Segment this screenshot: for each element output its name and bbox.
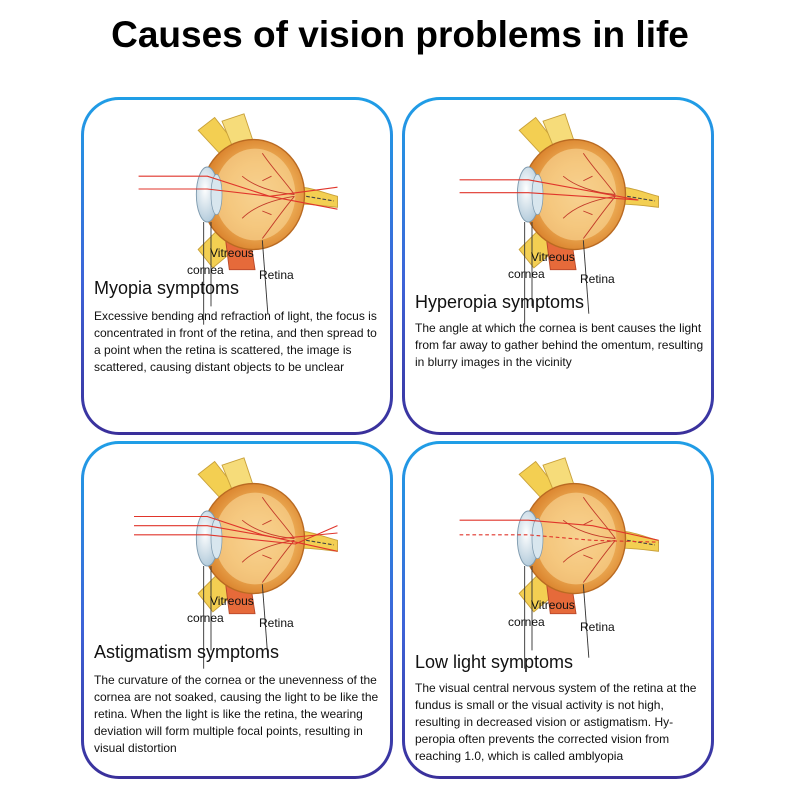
retina-label: Retina [580, 272, 615, 286]
retina-label: Retina [259, 268, 294, 282]
retina-label: Retina [259, 616, 294, 630]
card-description: Excessive bending and refraction of ligh… [94, 309, 377, 374]
light-rays [134, 515, 338, 552]
vitreous-label: Vitreous [210, 594, 254, 608]
myopia-eye-illustration [138, 113, 339, 326]
cornea-label: cornea [508, 615, 545, 629]
vitreous-label: Vitreous [531, 598, 575, 612]
vitreous-label: Vitreous [531, 250, 575, 264]
cornea-label: cornea [187, 611, 224, 625]
light-rays [459, 519, 659, 543]
card-description: The visual central nervous system of the… [415, 681, 697, 763]
low-light-card: Vitreous cornea Retina Low light symptom… [402, 441, 714, 779]
myopia-card: Vitreous cornea Retina Myopia symptoms E… [81, 97, 393, 435]
card-description: The angle at which the cornea is bent ca… [415, 321, 704, 369]
low-light-eye-illustration [459, 457, 660, 670]
card-heading: Hyperopia symptoms [415, 292, 585, 312]
card-description: The curvature of the cornea or the uneve… [94, 673, 379, 755]
vitreous-label: Vitreous [210, 246, 254, 260]
light-rays [459, 179, 639, 201]
hyperopia-card: Vitreous cornea Retina Hyperopia symptom… [402, 97, 714, 435]
cornea-label: cornea [187, 263, 224, 277]
card-heading: Astigmatism symptoms [94, 642, 280, 662]
page-title: Causes of vision problems in life [111, 14, 689, 55]
light-rays [138, 175, 338, 210]
hyperopia-eye-illustration [459, 113, 660, 326]
astigmatism-eye-illustration [134, 457, 339, 670]
card-heading: Myopia symptoms [94, 278, 240, 298]
retina-label: Retina [580, 620, 615, 634]
card-heading: Low light symptoms [415, 652, 574, 672]
cornea-label: cornea [508, 267, 545, 281]
astigmatism-card: Vitreous cornea Retina Astigmatism sympt… [81, 441, 393, 779]
